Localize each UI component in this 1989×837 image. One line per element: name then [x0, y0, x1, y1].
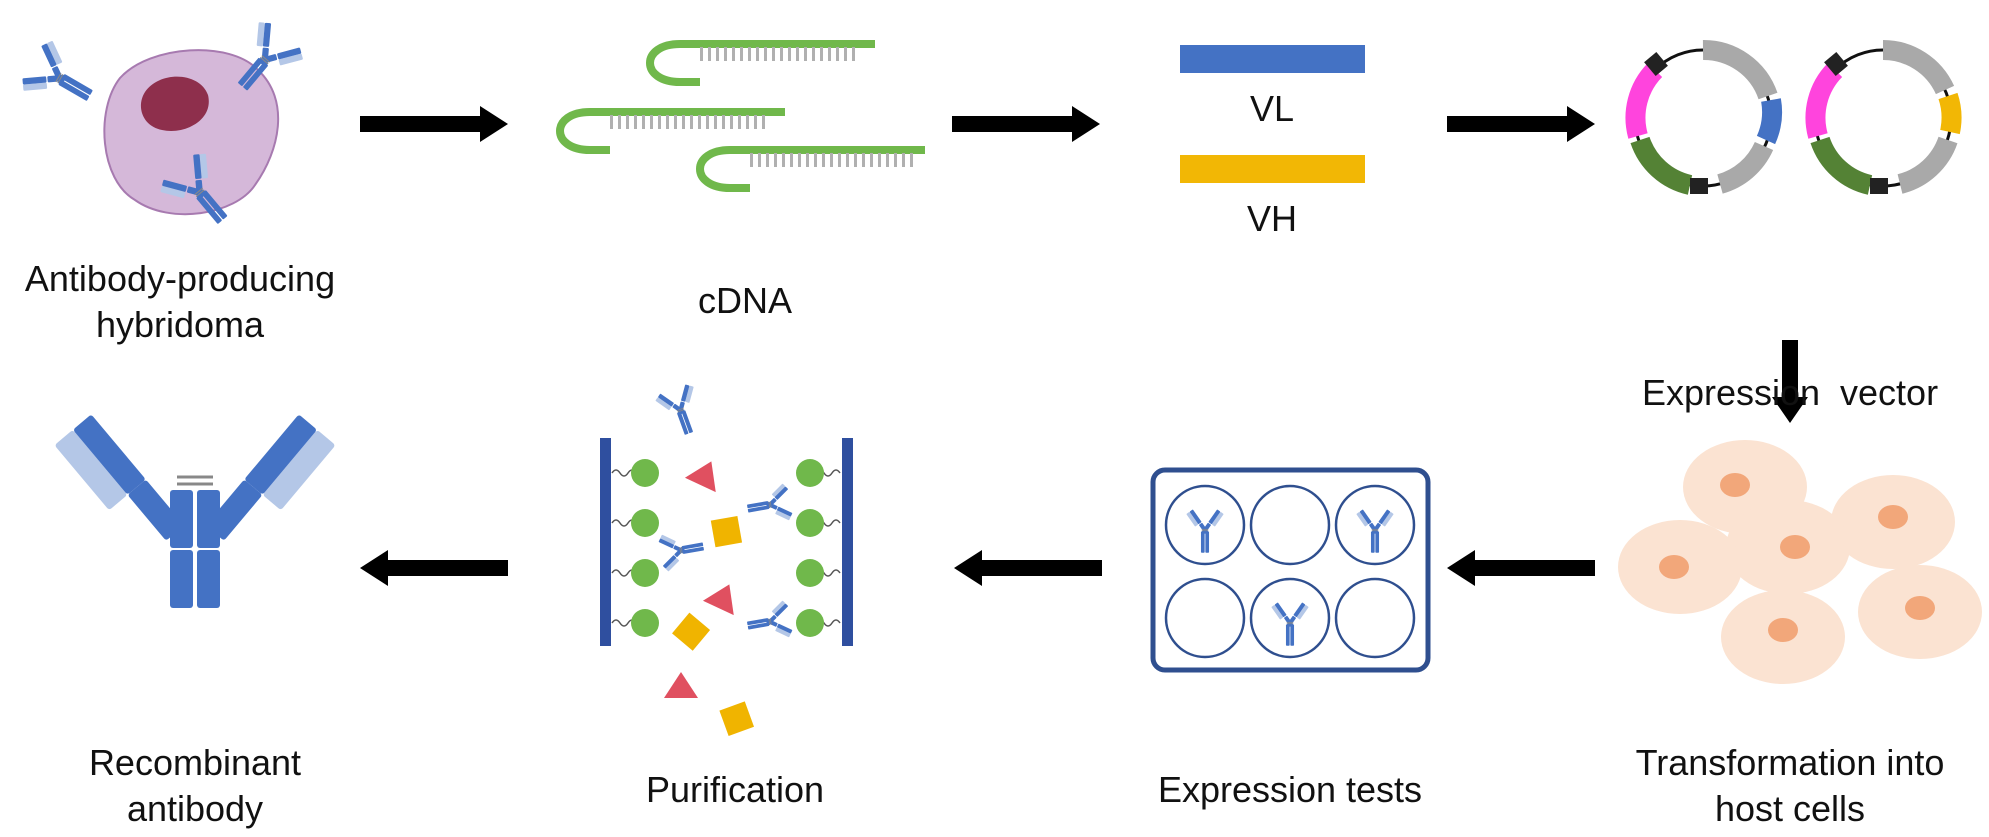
label-line: Purification	[645, 769, 825, 810]
hybridoma-illustration	[16, 16, 309, 240]
label-expression-tests: Expression tests	[1130, 767, 1450, 813]
arrow-right-icon	[360, 106, 508, 142]
label-expression-vector: Expression vector	[1620, 278, 1960, 462]
label-vh: VH	[1222, 196, 1322, 242]
cdna-illustration	[556, 40, 925, 192]
label-line: VL	[1249, 88, 1295, 129]
cdna-strand	[646, 40, 875, 86]
label-line: Recombinant	[88, 742, 302, 783]
recombinant-antibody-illustration	[55, 415, 335, 608]
plate-well	[1249, 577, 1331, 659]
affinity-bead	[631, 459, 659, 487]
label-hybridoma: Antibody-producing hybridoma	[5, 256, 355, 348]
antibody-icon	[656, 527, 708, 573]
column-wall	[842, 438, 853, 646]
contaminant-triangle	[684, 461, 716, 493]
label-line: hybridoma	[95, 304, 265, 345]
contaminant-square	[672, 612, 711, 651]
label-cdna: cDNA	[640, 278, 850, 324]
affinity-bead	[631, 609, 659, 637]
expression-vector-plasmid	[1805, 40, 1962, 195]
antibody-icon	[743, 482, 795, 528]
antibody-icon	[16, 36, 105, 122]
affinity-bead	[631, 509, 659, 537]
plate-well	[1334, 484, 1416, 566]
label-line: antibody	[126, 788, 264, 829]
label-line: Expression tests	[1157, 769, 1423, 810]
label-line: VH	[1246, 198, 1297, 239]
expression-vector-plasmid	[1625, 39, 1783, 195]
affinity-bead	[796, 459, 824, 487]
arrow-left-icon	[1447, 550, 1595, 586]
label-vl: VL	[1222, 86, 1322, 132]
column-wall	[600, 438, 611, 646]
contaminant-triangle	[664, 672, 698, 698]
antibody-icon	[653, 381, 709, 441]
plate-well	[1334, 577, 1416, 659]
hybridoma-nucleus	[140, 76, 209, 131]
label-line: cDNA	[697, 280, 792, 321]
arrow-left-icon	[360, 550, 508, 586]
label-purification: Purification	[600, 767, 870, 813]
contaminant-square	[719, 701, 755, 736]
cdna-strand	[556, 108, 785, 154]
arrow-right-icon	[952, 106, 1100, 142]
affinity-bead	[796, 559, 824, 587]
purification-illustration	[600, 381, 853, 736]
label-line: Antibody-producing	[24, 258, 336, 299]
plate-well	[1164, 577, 1246, 659]
label-line: host cells	[1714, 788, 1866, 829]
arrow-left-icon	[954, 550, 1102, 586]
host-cells-illustration	[1618, 440, 1982, 684]
contaminant-square	[710, 515, 743, 548]
plate-well	[1164, 484, 1246, 566]
cdna-strand	[696, 146, 925, 192]
arrow-right-icon	[1447, 106, 1595, 142]
label-line: Transformation into	[1635, 742, 1945, 783]
affinity-bead	[796, 609, 824, 637]
contaminant-triangle	[702, 584, 734, 616]
label-host-cells: Transformation into host cells	[1620, 740, 1960, 832]
expression-test-plate	[1150, 467, 1431, 673]
affinity-bead	[796, 509, 824, 537]
label-line: Expression vector	[1641, 372, 1939, 413]
arrow-down-icon	[1772, 340, 1808, 423]
antibody-icon	[743, 599, 795, 645]
vl-bar	[1180, 45, 1365, 73]
affinity-bead	[631, 559, 659, 587]
label-recombinant: Recombinant antibody	[45, 740, 345, 832]
plate-well	[1249, 484, 1331, 566]
vh-bar	[1180, 155, 1365, 183]
